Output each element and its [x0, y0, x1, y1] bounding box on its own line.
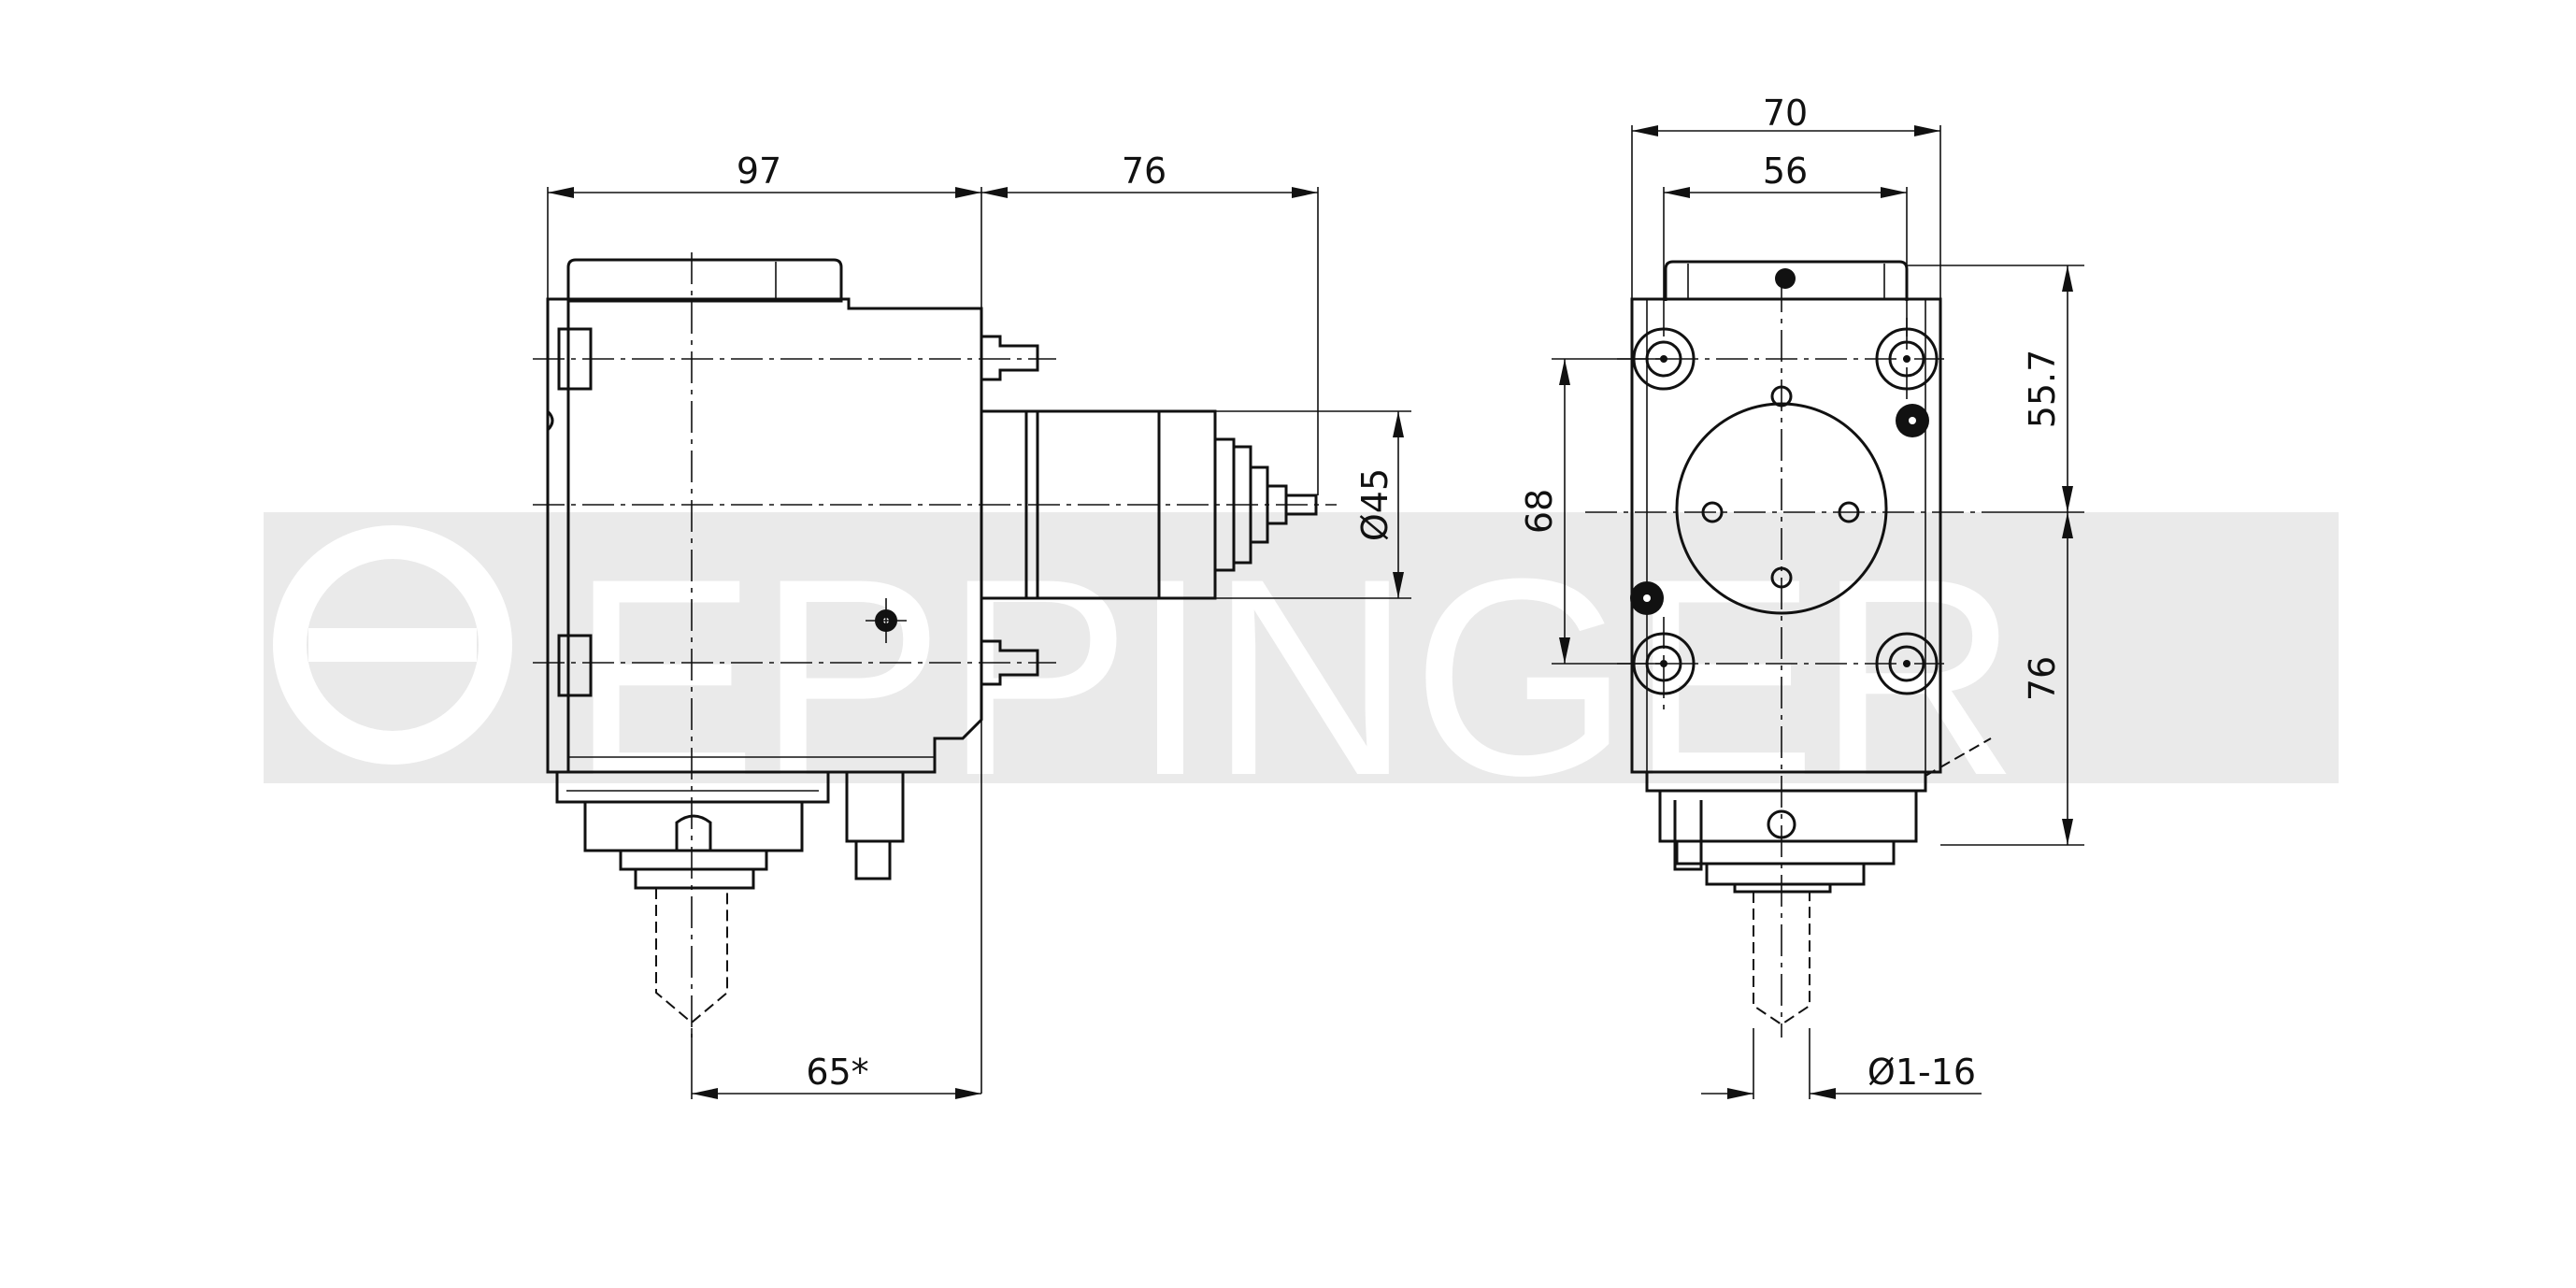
side-view: [533, 252, 1337, 1038]
side-view-dimensions: 97 76 Ø45 65*: [547, 150, 1411, 1099]
dimension-97: 97: [737, 150, 781, 192]
dimension-76-drive: 76: [1122, 150, 1166, 192]
watermark-brand: EPPINGER: [570, 520, 2019, 834]
dimension-68: 68: [1519, 489, 1560, 534]
watermark: EPPINGER: [264, 512, 2339, 834]
watermark-logo-icon: [273, 525, 512, 765]
dimension-65: 65*: [806, 1052, 868, 1093]
dimension-diameter-1-16: Ø1-16: [1868, 1052, 1976, 1093]
dimension-56: 56: [1763, 150, 1808, 192]
dimension-diameter-45: Ø45: [1354, 468, 1395, 541]
dimension-76-height: 76: [2022, 656, 2063, 701]
dimension-70: 70: [1763, 93, 1808, 134]
front-view-dimensions: 70 56 55.7 76 68 Ø1-16: [1519, 93, 2084, 1099]
dimension-55-7: 55.7: [2022, 350, 2063, 429]
